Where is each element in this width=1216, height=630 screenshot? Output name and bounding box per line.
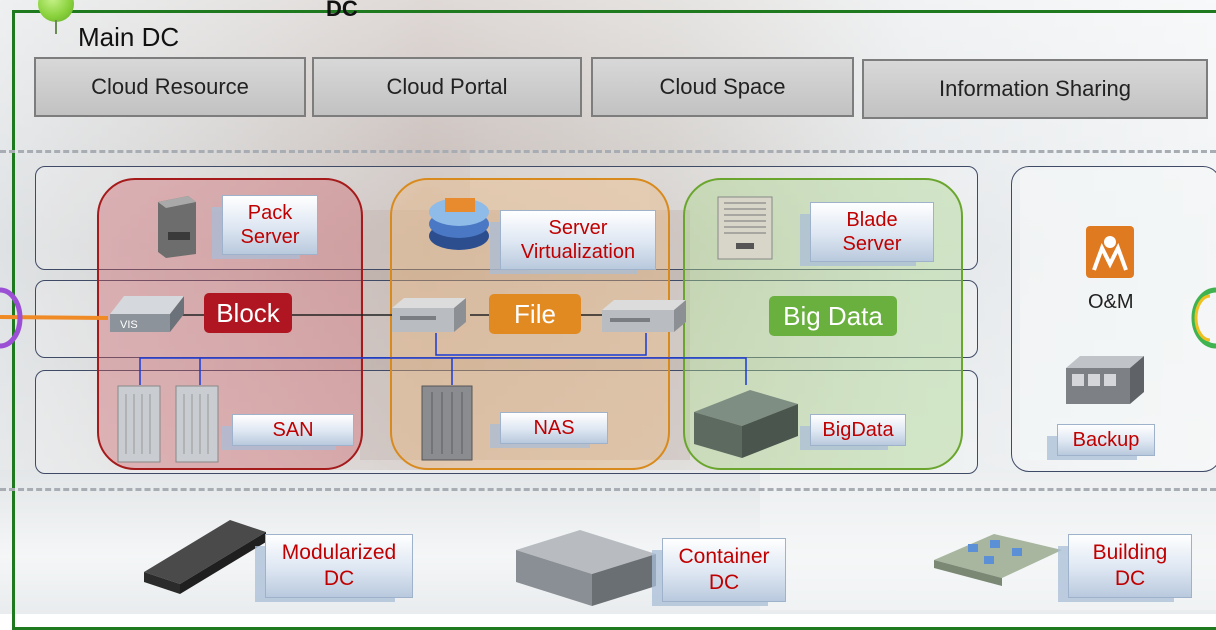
- separator-top: [0, 150, 1216, 153]
- server-virtualization-icon: [429, 198, 489, 250]
- bigdata-storage-label: BigData: [810, 414, 906, 446]
- nas-label: NAS: [500, 412, 608, 444]
- blade-server-label: Blade Server: [810, 202, 934, 262]
- server-virtualization-label: Server Virtualization: [500, 210, 656, 270]
- top-dc-label: DC: [326, 0, 358, 21]
- connection-lines: [0, 287, 1216, 385]
- san-label: SAN: [232, 414, 354, 446]
- pack-server-icon: [158, 196, 196, 258]
- tab-cloud-resource[interactable]: Cloud Resource: [34, 57, 306, 117]
- pin-stem: [55, 20, 57, 34]
- nas-storage-icon: [421, 385, 473, 461]
- om-app-icon: [1086, 226, 1134, 278]
- san-storage-icon: [117, 385, 219, 463]
- location-pin-icon: [38, 0, 74, 22]
- building-dc-label: Building DC: [1068, 534, 1192, 598]
- bigdata-storage-icon: [694, 390, 798, 458]
- building-dc-icon: [934, 534, 1062, 586]
- modularized-dc-label: Modularized DC: [265, 534, 413, 598]
- separator-bottom: [0, 488, 1216, 491]
- backup-device-icon: [1066, 356, 1144, 404]
- vis-switch-text: VIS: [120, 319, 138, 331]
- page-title: Main DC: [78, 22, 180, 52]
- big-data-switch-icon: [602, 300, 686, 332]
- vis-switch-icon: VIS: [110, 296, 184, 332]
- modularized-dc-icon: [144, 520, 266, 594]
- backup-label: Backup: [1057, 424, 1155, 456]
- file-switch-icon: [392, 298, 466, 332]
- om-label: O&M: [1088, 291, 1134, 313]
- tab-information-sharing[interactable]: Information Sharing: [862, 59, 1208, 119]
- block-label: Block: [204, 293, 292, 333]
- om-panel: [1011, 166, 1216, 472]
- pack-server-label: Pack Server: [222, 195, 318, 255]
- file-label: File: [489, 294, 581, 334]
- tab-cloud-space[interactable]: Cloud Space: [591, 57, 854, 117]
- container-dc-icon: [516, 530, 656, 606]
- big-data-label: Big Data: [769, 296, 897, 336]
- container-dc-label: Container DC: [662, 538, 786, 602]
- tab-cloud-portal[interactable]: Cloud Portal: [312, 57, 582, 117]
- blade-server-icon: [717, 196, 773, 260]
